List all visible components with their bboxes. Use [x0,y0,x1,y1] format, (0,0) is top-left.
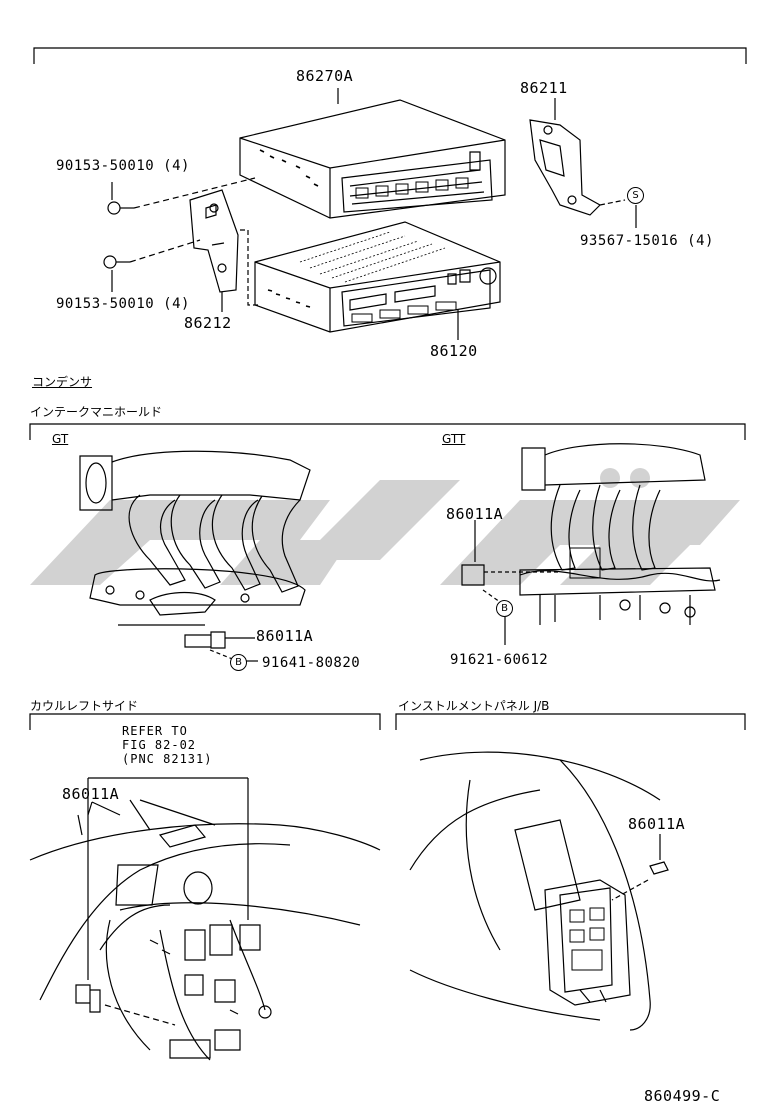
cowl-left-side [29,777,381,1061]
label-91641: 91641-80820 [262,655,361,671]
label-86211: 86211 [520,79,568,97]
label-93567: 93567-15016 (4) [580,233,714,249]
refer-line-1: REFER TO [122,724,188,738]
label-86120: 86120 [430,342,478,360]
label-86011A-gt: 86011A [256,627,314,645]
label-86011A-gtt: 86011A [446,505,504,523]
section-intake-manifold: インテークマニホールド [30,405,163,419]
label-86011A-cowl: 86011A [62,785,120,803]
cassette-unit-86120 [254,221,501,340]
watermark-logo [30,468,740,585]
label-91621: 91621-60612 [450,652,549,668]
gtt-intake-manifold [461,443,721,645]
label-90153-bottom: 90153-50010 (4) [56,296,190,312]
label-86212: 86212 [184,314,232,332]
bracket-86212 [189,189,258,312]
marker-s: S [627,187,644,204]
label-86270A: 86270A [296,67,354,85]
label-86011A-panel: 86011A [628,815,686,833]
section-instrument-panel-jb: インストルメントパネル J/B [398,699,550,713]
marker-b-gtt: B [496,600,513,617]
marker-b-gt: B [230,654,247,671]
line-art [29,47,747,1061]
section-gt: GT [52,432,69,446]
refer-line-2: FIG 82-02 [122,738,197,752]
section-cowl-left-side: カウルレフトサイド [30,699,139,713]
label-90153-top: 90153-50010 (4) [56,158,190,174]
audio-unit-86270A [239,88,506,219]
instrument-panel-jb [409,751,669,1031]
section-gtt: GTT [442,432,466,446]
section-condenser: コンデンサ [32,375,93,389]
bracket-86211 [529,98,626,216]
screws [103,177,637,292]
refer-line-3: (PNC 82131) [122,752,213,766]
diagram-code: 860499-C [644,1087,721,1105]
gt-intake-manifold [79,450,311,662]
